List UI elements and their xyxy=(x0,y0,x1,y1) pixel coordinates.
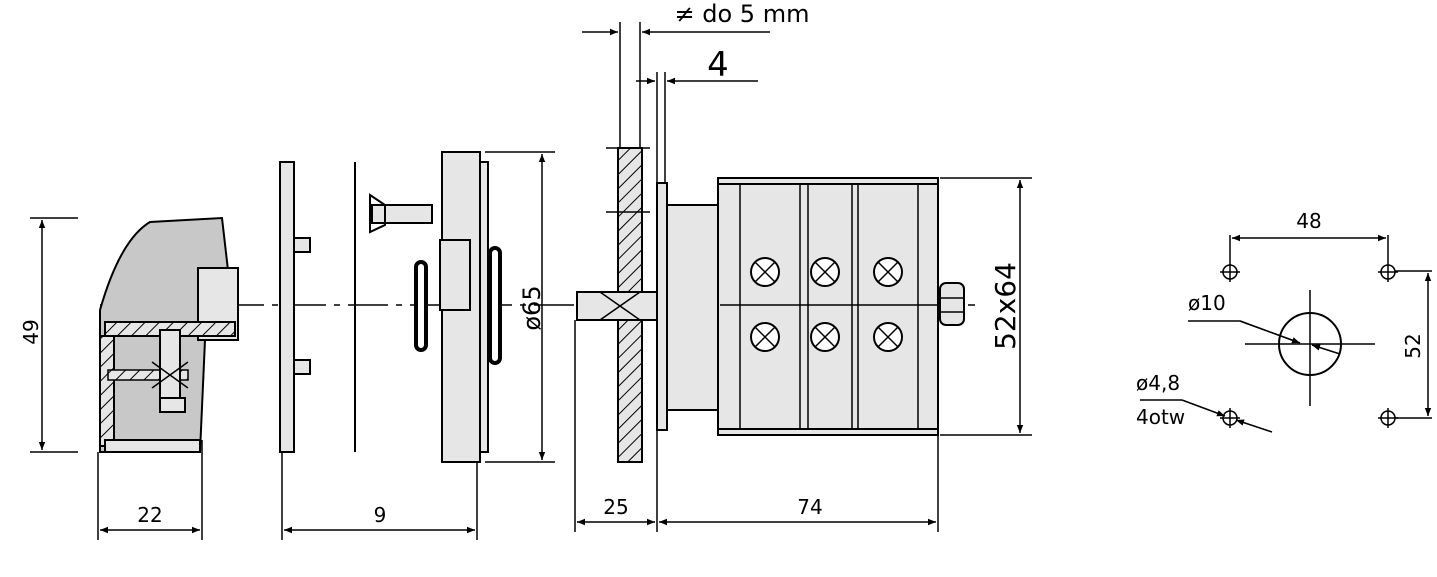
dim-plate-offset: 9 xyxy=(374,503,387,527)
dim-mount-hole-count: 4otw xyxy=(1136,405,1185,429)
front-plate xyxy=(279,151,502,463)
dim-hole-spacing-h: 48 xyxy=(1296,209,1321,233)
panel-cutout: 48 52 ø10 ø4,8 4otw xyxy=(1136,209,1432,433)
dim-front-diameter: ø65 xyxy=(518,285,546,330)
dim-knob-height: 49 xyxy=(19,319,43,344)
switch-body xyxy=(576,147,965,463)
dim-knob-depth: 22 xyxy=(137,503,162,527)
dim-center-hole: ø10 xyxy=(1188,291,1226,315)
dim-shaft-length: 25 xyxy=(603,495,628,519)
dim-body-length: 74 xyxy=(797,495,822,519)
dim-flange-thickness: 4 xyxy=(707,45,729,85)
dim-panel-thickness: ≠ do 5 mm xyxy=(675,0,810,28)
dim-mount-hole: ø4,8 xyxy=(1136,371,1180,395)
dim-hole-spacing-v: 52 xyxy=(1401,333,1425,358)
dim-body-size: 52x64 xyxy=(989,262,1022,350)
knob xyxy=(99,216,240,453)
